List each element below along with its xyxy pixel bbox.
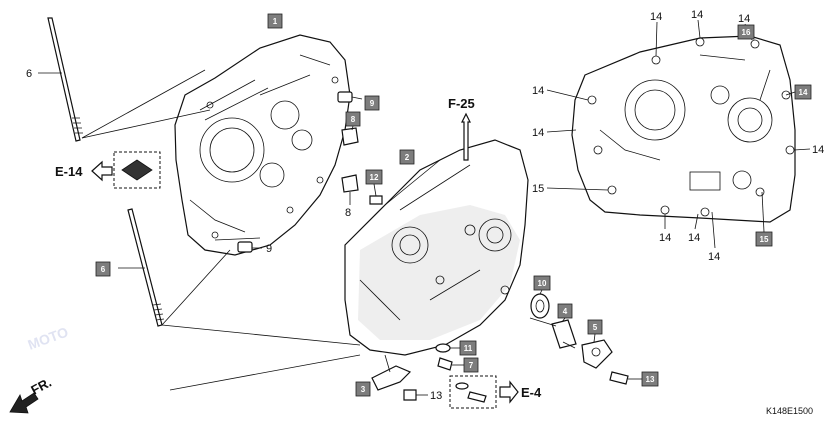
svg-text:12: 12 [370, 173, 379, 182]
callout-14-right: 14 [812, 144, 824, 156]
shift-shaft [529, 317, 577, 349]
washer-11 [435, 343, 460, 353]
oil-seal [530, 289, 550, 319]
setting-plate-upper [341, 125, 359, 146]
tag-part-1: 1 [267, 13, 283, 29]
svg-text:14: 14 [799, 88, 808, 97]
tag-part-2: 2 [399, 149, 415, 165]
callout-14-top-middle: 14 [691, 9, 703, 21]
callout-14-top-right: 14 [738, 13, 750, 25]
tag-part-5: 5 [587, 319, 603, 335]
diagram-code: K148E1500 [766, 406, 813, 416]
watermark-logo: MOTO [26, 323, 71, 352]
svg-text:13: 13 [646, 375, 655, 384]
bolt-12 [369, 183, 383, 205]
cam-chain-guide-plate [371, 354, 412, 391]
tag-part-9: 9 [364, 95, 380, 111]
callout-13: 13 [430, 390, 442, 402]
svg-text:2: 2 [405, 153, 410, 162]
leader-stud-upper [81, 69, 206, 139]
bolt-7 [437, 357, 464, 371]
stud-bolt-upper [38, 17, 83, 142]
tag-part-15: 15 [755, 231, 773, 247]
dowel-pin-lower [237, 241, 262, 253]
left-crankcase-half [174, 34, 351, 256]
bolt-13-bottom [403, 389, 428, 401]
callout-14-top-left: 14 [650, 11, 662, 23]
tag-part-6: 6 [95, 261, 111, 277]
neutral-switch-bracket [581, 333, 613, 369]
callout-15: 15 [532, 183, 544, 195]
svg-text:E-14: E-14 [55, 164, 83, 179]
tag-part-3: 3 [355, 381, 371, 397]
svg-text:9: 9 [370, 99, 375, 108]
svg-text:8: 8 [351, 115, 356, 124]
tag-part-7: 7 [463, 357, 479, 373]
tag-part-8: 8 [345, 111, 361, 127]
dowel-pin-upper [337, 91, 363, 103]
callout-6-upper: 6 [26, 68, 32, 80]
callout-8: 8 [345, 207, 351, 219]
callout-14-bottom-middle: 14 [688, 232, 700, 244]
right-crankcase-half [344, 139, 529, 356]
bolt-13-right [609, 371, 642, 385]
ref-e4: E-4 [449, 375, 542, 409]
tag-part-13: 13 [641, 371, 659, 387]
ref-f25: F-25 [448, 96, 475, 161]
svg-text:MOTO: MOTO [26, 323, 71, 352]
svg-text:3: 3 [361, 385, 366, 394]
crankcase-inner-view [571, 35, 796, 223]
callout-14-left-upper: 14 [532, 85, 544, 97]
callout-14-left-lower: 14 [532, 127, 544, 139]
tag-part-11: 11 [459, 340, 477, 356]
tag-part-14: 14 [794, 84, 812, 100]
callout-14-bottom-left: 14 [659, 232, 671, 244]
callout-14-bottom-right: 14 [708, 251, 720, 263]
ref-e14: E-14 [55, 151, 161, 189]
svg-text:E-4: E-4 [521, 385, 542, 400]
tag-part-10: 10 [533, 275, 551, 291]
svg-text:10: 10 [538, 279, 547, 288]
front-direction-arrow: FR. [9, 375, 54, 414]
svg-text:6: 6 [101, 265, 106, 274]
svg-text:F-25: F-25 [448, 96, 475, 111]
tag-part-4: 4 [557, 303, 573, 319]
tag-part-12: 12 [365, 169, 383, 185]
svg-text:4: 4 [563, 307, 568, 316]
stud-bolt-lower [118, 208, 165, 327]
svg-text:7: 7 [469, 361, 474, 370]
svg-text:1: 1 [273, 17, 278, 26]
svg-text:11: 11 [464, 344, 473, 353]
svg-text:15: 15 [760, 235, 769, 244]
setting-plate-lower [341, 174, 359, 205]
callout-9: 9 [266, 243, 272, 255]
svg-text:16: 16 [742, 28, 751, 37]
svg-text:5: 5 [593, 323, 598, 332]
tag-part-16: 16 [737, 24, 755, 40]
